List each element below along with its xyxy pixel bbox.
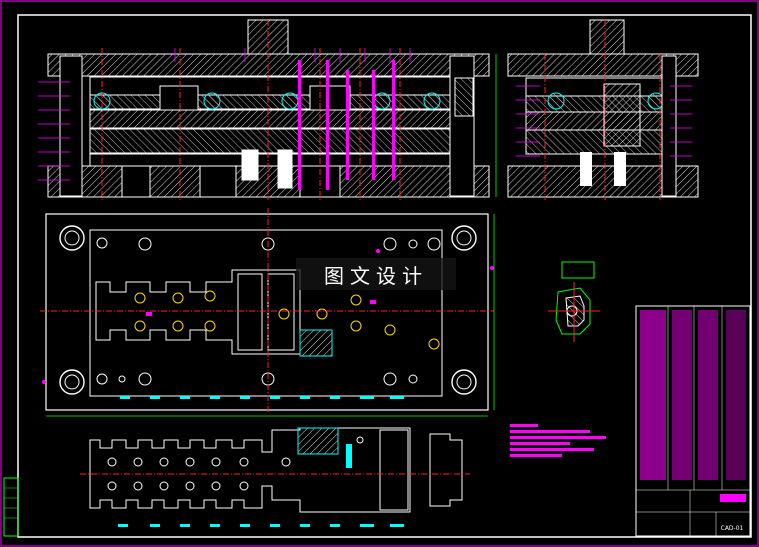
watermark: 图文设计: [296, 258, 456, 290]
side-section-view: [507, 19, 699, 200]
title-block-code: CAD-01: [721, 525, 744, 532]
strip-layout: [80, 427, 470, 527]
part-detail: [548, 261, 600, 342]
front-section-view: [38, 19, 497, 200]
title-block: CAD-01: [635, 305, 751, 537]
technical-notes: [510, 424, 606, 457]
top-plan-view: [40, 208, 495, 417]
revision-table: [3, 477, 19, 537]
